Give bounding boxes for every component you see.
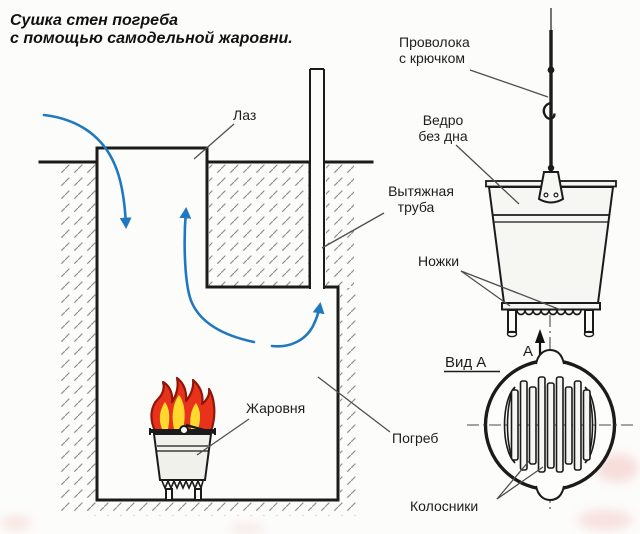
cellar-cross-section (38, 68, 374, 516)
brazier-detail (467, 8, 633, 513)
text-labels: Сушка стен погреба с помощью самодельной… (10, 12, 533, 514)
grate-bars (510, 376, 591, 473)
exhaust-pipe (309, 68, 325, 289)
label-hatch: Лаз (233, 107, 256, 123)
label-brazier: Жаровня (246, 400, 305, 416)
wire-bracket (537, 171, 565, 204)
bucket-teeth (516, 309, 582, 316)
label-wire-1: Проволока (399, 34, 470, 50)
airflow-arrow-up-hatch (179, 207, 256, 344)
wire-with-hook (542, 8, 556, 181)
leg-bump-top (535, 348, 565, 365)
label-wire-2: с крючком (399, 50, 465, 66)
bottomless-bucket (485, 171, 617, 338)
bucket-leg-left (507, 309, 517, 333)
page-title-line1: Сушка стен погреба (10, 12, 178, 29)
airflow-arrows (42, 113, 325, 348)
label-exhaust-pipe-2: труба (398, 199, 435, 215)
fire-icon (150, 376, 216, 433)
label-bucket-2: без дна (418, 128, 468, 144)
label-exhaust-pipe-1: Вытяжная (388, 183, 454, 199)
label-view-a: Вид А (445, 354, 486, 371)
airflow-arrow-up-pipe (270, 302, 325, 348)
brazier-bucket (149, 423, 216, 501)
hook-icon (542, 101, 556, 120)
label-grate-bars: Колосники (410, 498, 478, 514)
bucket-leg-right (584, 309, 594, 333)
airflow-arrow-inlet (42, 113, 132, 229)
brazier (149, 376, 216, 501)
label-legs: Ножки (418, 253, 459, 269)
view-a-circle (467, 348, 633, 502)
label-cellar: Погреб (392, 430, 438, 446)
leg-bump-bottom (535, 485, 565, 502)
leader-lines (193, 69, 562, 500)
earth-hatching (57, 164, 359, 516)
watermark-smudges (1, 454, 638, 534)
label-view-marker-a: А (523, 343, 533, 360)
page-title-line2: с помощью самодельной жаровни. (10, 30, 293, 47)
label-bucket-1: Ведро (423, 112, 464, 128)
